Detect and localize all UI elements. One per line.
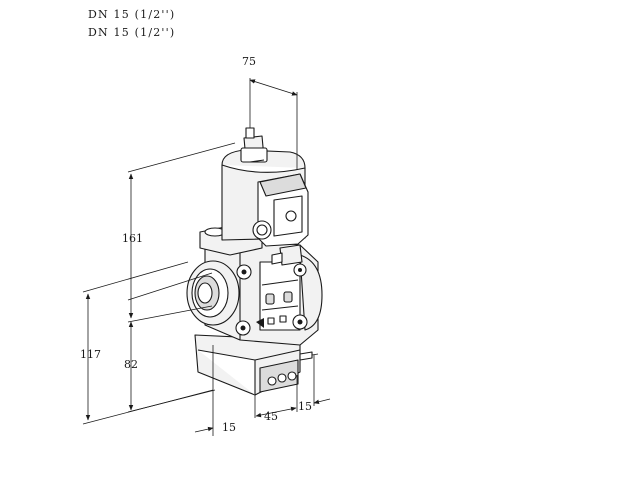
dim-label-117: 117 [80, 348, 101, 361]
valve-body [186, 127, 323, 396]
header-line-2: DN 15 (1/2'') [88, 26, 176, 39]
dim-label-15-left: 15 [222, 421, 236, 434]
dim-label-45: 45 [264, 410, 278, 423]
dimension-lines [82, 78, 331, 436]
header-line-1: DN 15 (1/2'') [88, 8, 176, 21]
dim-label-15-right: 15 [298, 400, 312, 413]
dim-label-161: 161 [122, 232, 143, 245]
dim-label-82: 82 [124, 358, 138, 371]
dim-label-75: 75 [242, 55, 256, 68]
test-nipple [299, 351, 313, 361]
